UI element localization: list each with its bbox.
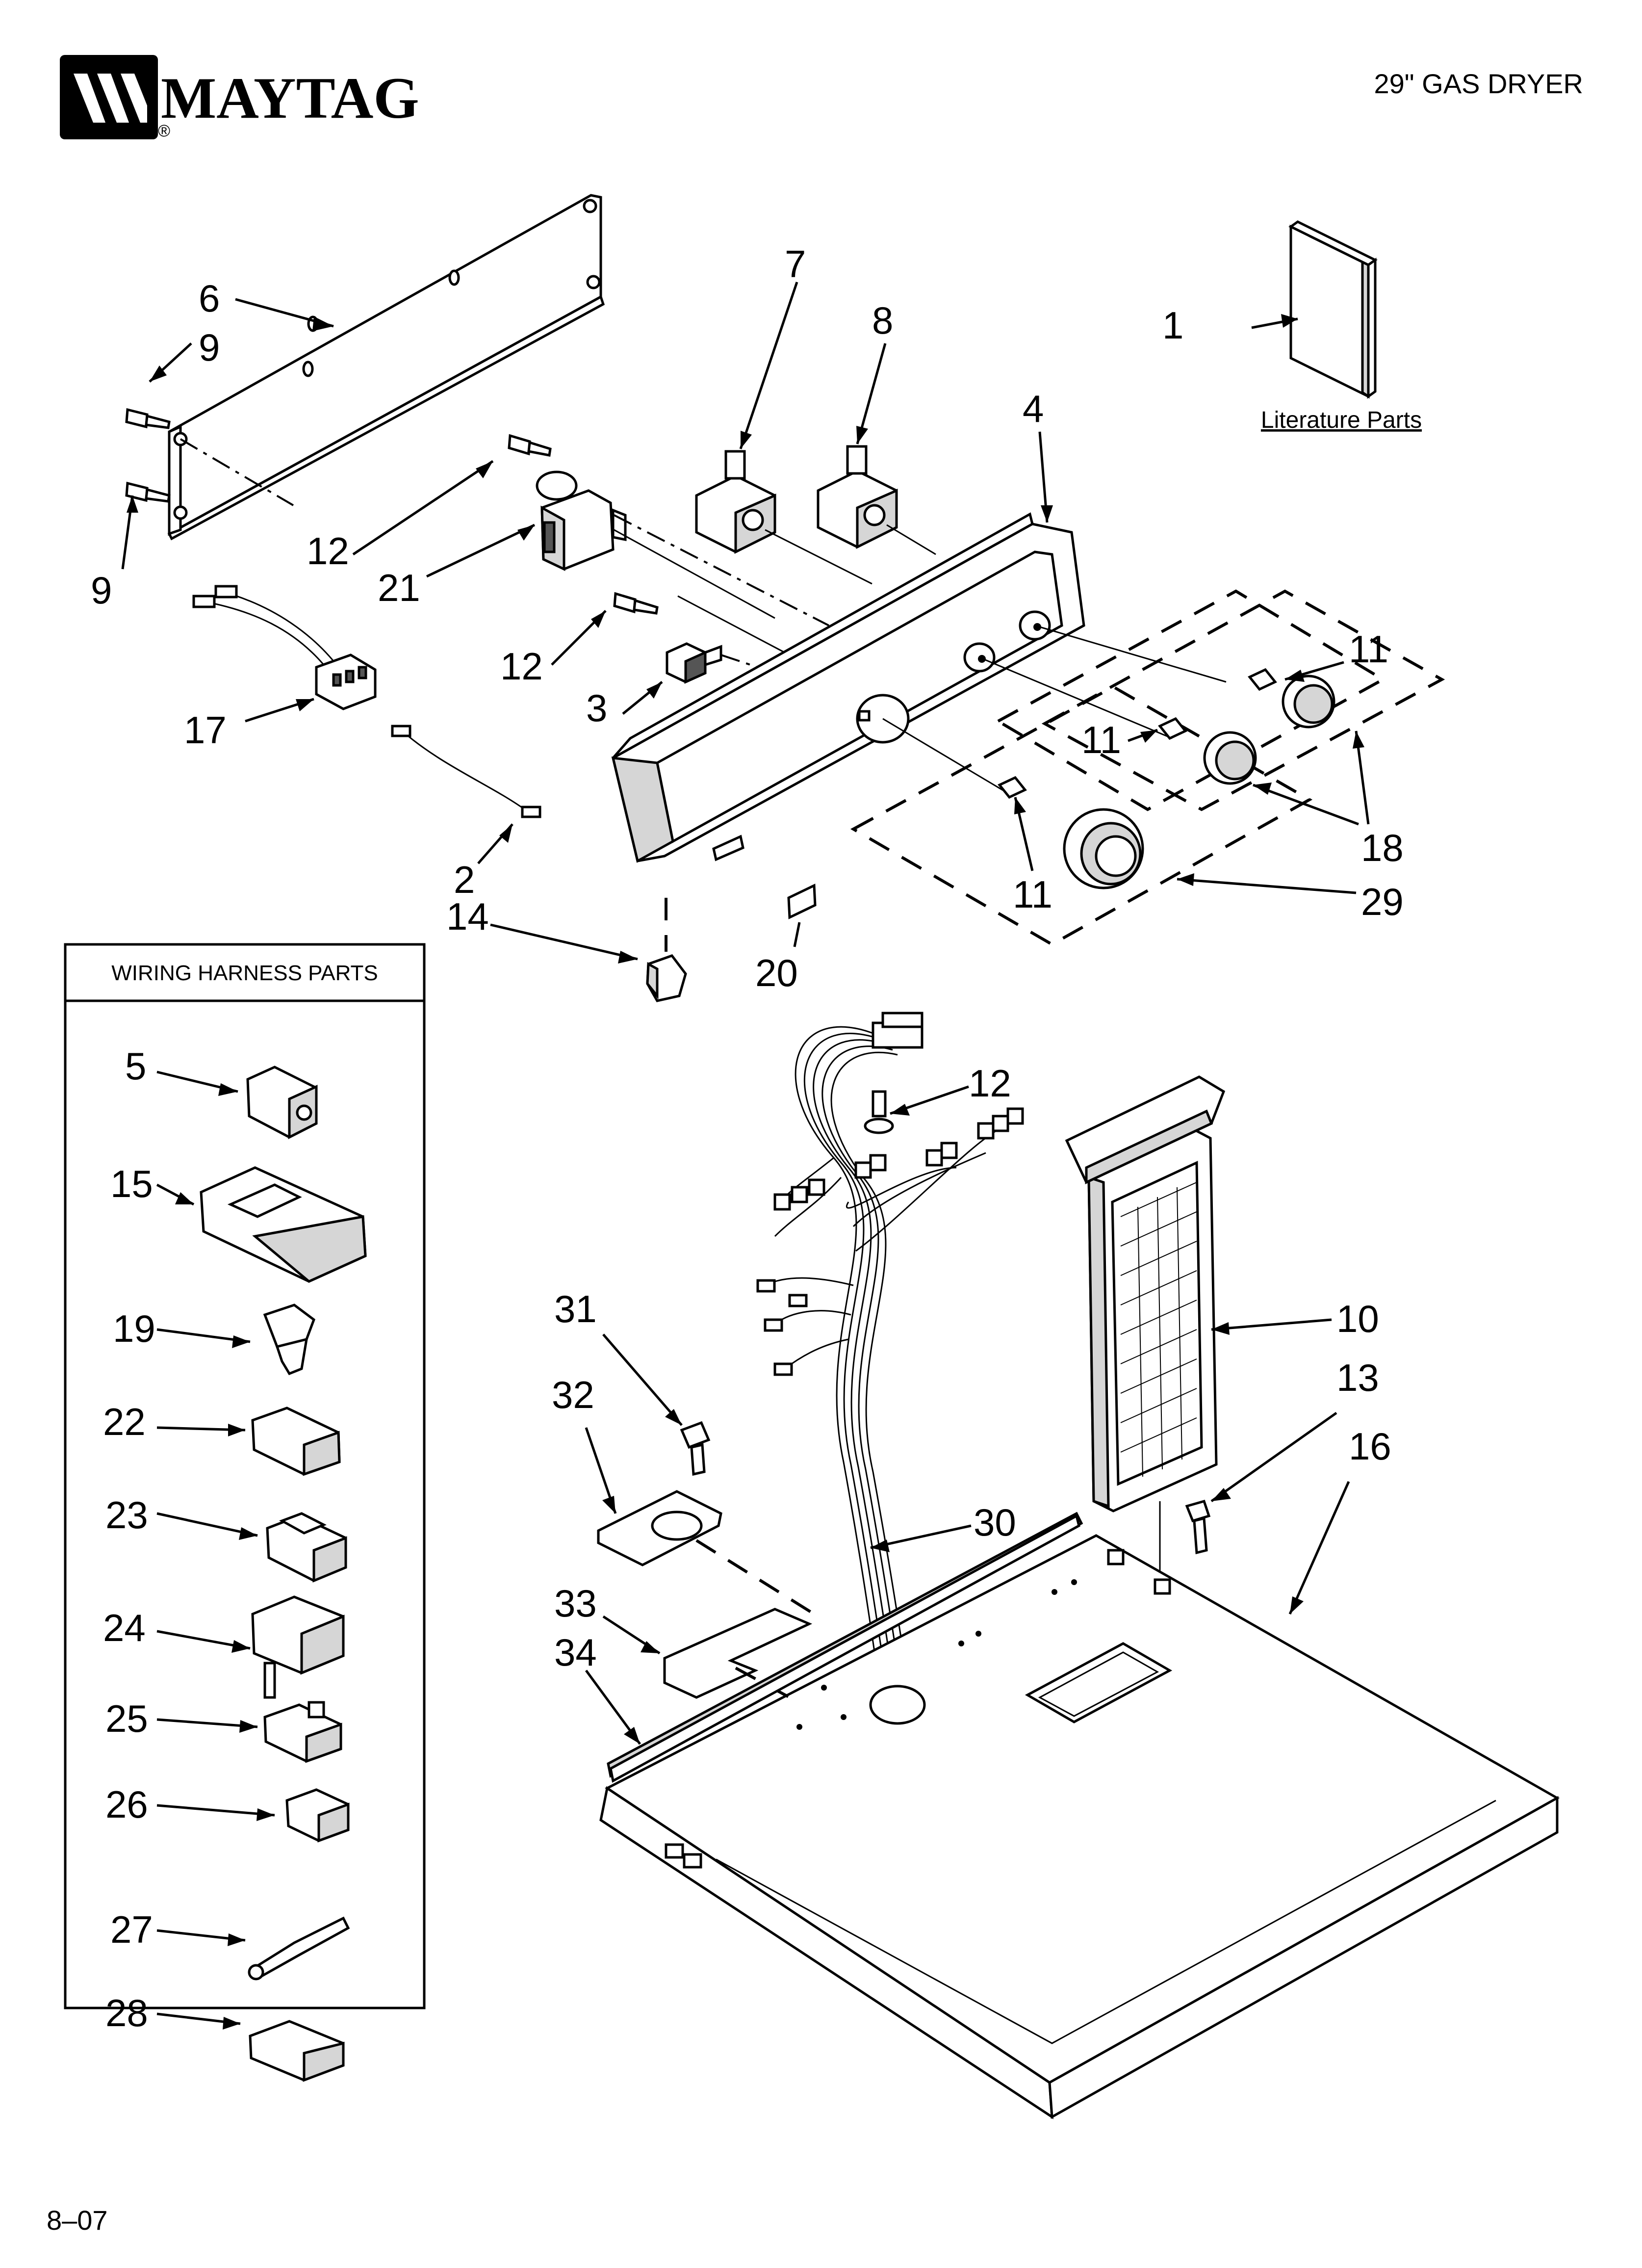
callout-32: 32 — [552, 1373, 594, 1416]
knob-group-18-outline — [1041, 589, 1445, 811]
connector-26[interactable] — [285, 1788, 350, 1843]
connector-24[interactable] — [251, 1595, 345, 1699]
strip-34[interactable] — [609, 1514, 1080, 1783]
callout-2: 2 — [454, 858, 475, 901]
connector-19[interactable] — [263, 1303, 315, 1376]
callout-14: 14 — [446, 895, 489, 938]
callout-8: 8 — [872, 299, 893, 342]
connector-23[interactable] — [266, 1512, 347, 1583]
push-switch-7[interactable] — [695, 450, 776, 554]
registered-mark: ® — [158, 122, 170, 140]
screw-12-timer[interactable] — [508, 434, 552, 457]
callout-30: 30 — [974, 1501, 1016, 1544]
date-code: 8–07 — [47, 2205, 108, 2236]
callout-7: 7 — [785, 242, 806, 286]
callout-11-middle: 11 — [1081, 718, 1121, 761]
callout-16: 16 — [1349, 1425, 1391, 1468]
callout-5: 5 — [125, 1044, 146, 1088]
label-20[interactable] — [787, 884, 817, 919]
callout-11-upper: 11 — [1349, 627, 1388, 671]
callout-31: 31 — [554, 1287, 597, 1330]
screw-31[interactable] — [680, 1421, 711, 1476]
connector-25[interactable] — [263, 1701, 342, 1763]
callout-3: 3 — [586, 686, 607, 730]
callout-1: 1 — [1162, 304, 1183, 347]
callout-13: 13 — [1336, 1356, 1379, 1399]
harness-clip-14[interactable] — [646, 954, 687, 1002]
callout-34: 34 — [554, 1631, 597, 1674]
screw-9-lower[interactable] — [125, 481, 171, 503]
main-wire-harness-30[interactable] — [756, 1012, 1024, 1708]
wire-jumper-2[interactable] — [391, 725, 541, 818]
knob-large-29[interactable] — [1063, 808, 1144, 889]
callout-20: 20 — [755, 951, 798, 994]
knob-small-18-upper[interactable] — [1282, 675, 1335, 729]
shield-plate-33[interactable] — [663, 1608, 813, 1699]
screw-12-harness[interactable] — [864, 1090, 894, 1134]
callout-18: 18 — [1361, 826, 1404, 869]
mounting-plate-32[interactable] — [597, 1490, 722, 1566]
connector-15[interactable] — [200, 1166, 367, 1283]
callout-12-harness: 12 — [969, 1062, 1011, 1105]
screw-13[interactable] — [1185, 1499, 1211, 1555]
callout-12-block: 12 — [500, 645, 543, 688]
callout-29: 29 — [1361, 880, 1404, 923]
terminal-27[interactable] — [248, 1916, 350, 1981]
knob-clip-11-c[interactable] — [998, 776, 1027, 799]
dryer-top-panel[interactable] — [599, 1512, 1560, 2119]
brand-wordmark: MAYTAG — [161, 65, 419, 130]
callout-6: 6 — [199, 277, 220, 320]
callout-27: 27 — [110, 1908, 153, 1951]
knob-clip-11-b[interactable] — [1158, 717, 1187, 740]
callout-9-upper: 9 — [199, 326, 220, 369]
callout-26: 26 — [105, 1783, 148, 1826]
callout-28: 28 — [105, 1991, 148, 2034]
callout-33: 33 — [554, 1582, 597, 1625]
callout-23: 23 — [105, 1493, 148, 1537]
screw-12-block[interactable] — [613, 592, 659, 615]
leader-lines — [121, 282, 1370, 2030]
connector-22[interactable] — [251, 1407, 341, 1476]
knob-small-18-lower[interactable] — [1203, 731, 1257, 785]
connector-28[interactable] — [249, 2020, 345, 2082]
callout-19: 19 — [113, 1307, 155, 1350]
model-title: 29" GAS DRYER — [1374, 68, 1583, 99]
wire-harness-17[interactable] — [192, 585, 377, 710]
console-panel[interactable] — [611, 512, 1085, 863]
switch-block-3[interactable] — [666, 642, 722, 684]
callout-24: 24 — [103, 1606, 146, 1649]
callout-9-lower: 9 — [91, 569, 112, 612]
connector-5[interactable] — [246, 1066, 318, 1140]
callout-17: 17 — [184, 708, 227, 752]
knob-group-29-outline — [850, 685, 1313, 946]
callout-21: 21 — [378, 566, 420, 609]
callout-4: 4 — [1023, 387, 1044, 430]
maytag-logo: MAYTAG ® — [60, 55, 419, 140]
knob-clip-11-a[interactable] — [1248, 668, 1277, 691]
callout-10: 10 — [1336, 1297, 1379, 1340]
callout-11-lower: 11 — [1013, 873, 1052, 916]
literature-parts-book[interactable] — [1288, 220, 1378, 399]
screw-9-upper[interactable] — [125, 408, 171, 429]
lint-filter[interactable] — [1065, 1075, 1226, 1512]
push-switch-8[interactable] — [817, 445, 898, 549]
callout-12-timer: 12 — [307, 529, 349, 573]
literature-parts-label: Literature Parts — [1261, 407, 1422, 433]
wiring-harness-title: WIRING HARNESS PARTS — [111, 961, 378, 985]
callout-15: 15 — [110, 1162, 153, 1205]
wiring-harness-box — [64, 943, 426, 2009]
timer-switch[interactable] — [536, 470, 627, 571]
callout-25: 25 — [105, 1697, 148, 1740]
callout-22: 22 — [103, 1400, 146, 1443]
